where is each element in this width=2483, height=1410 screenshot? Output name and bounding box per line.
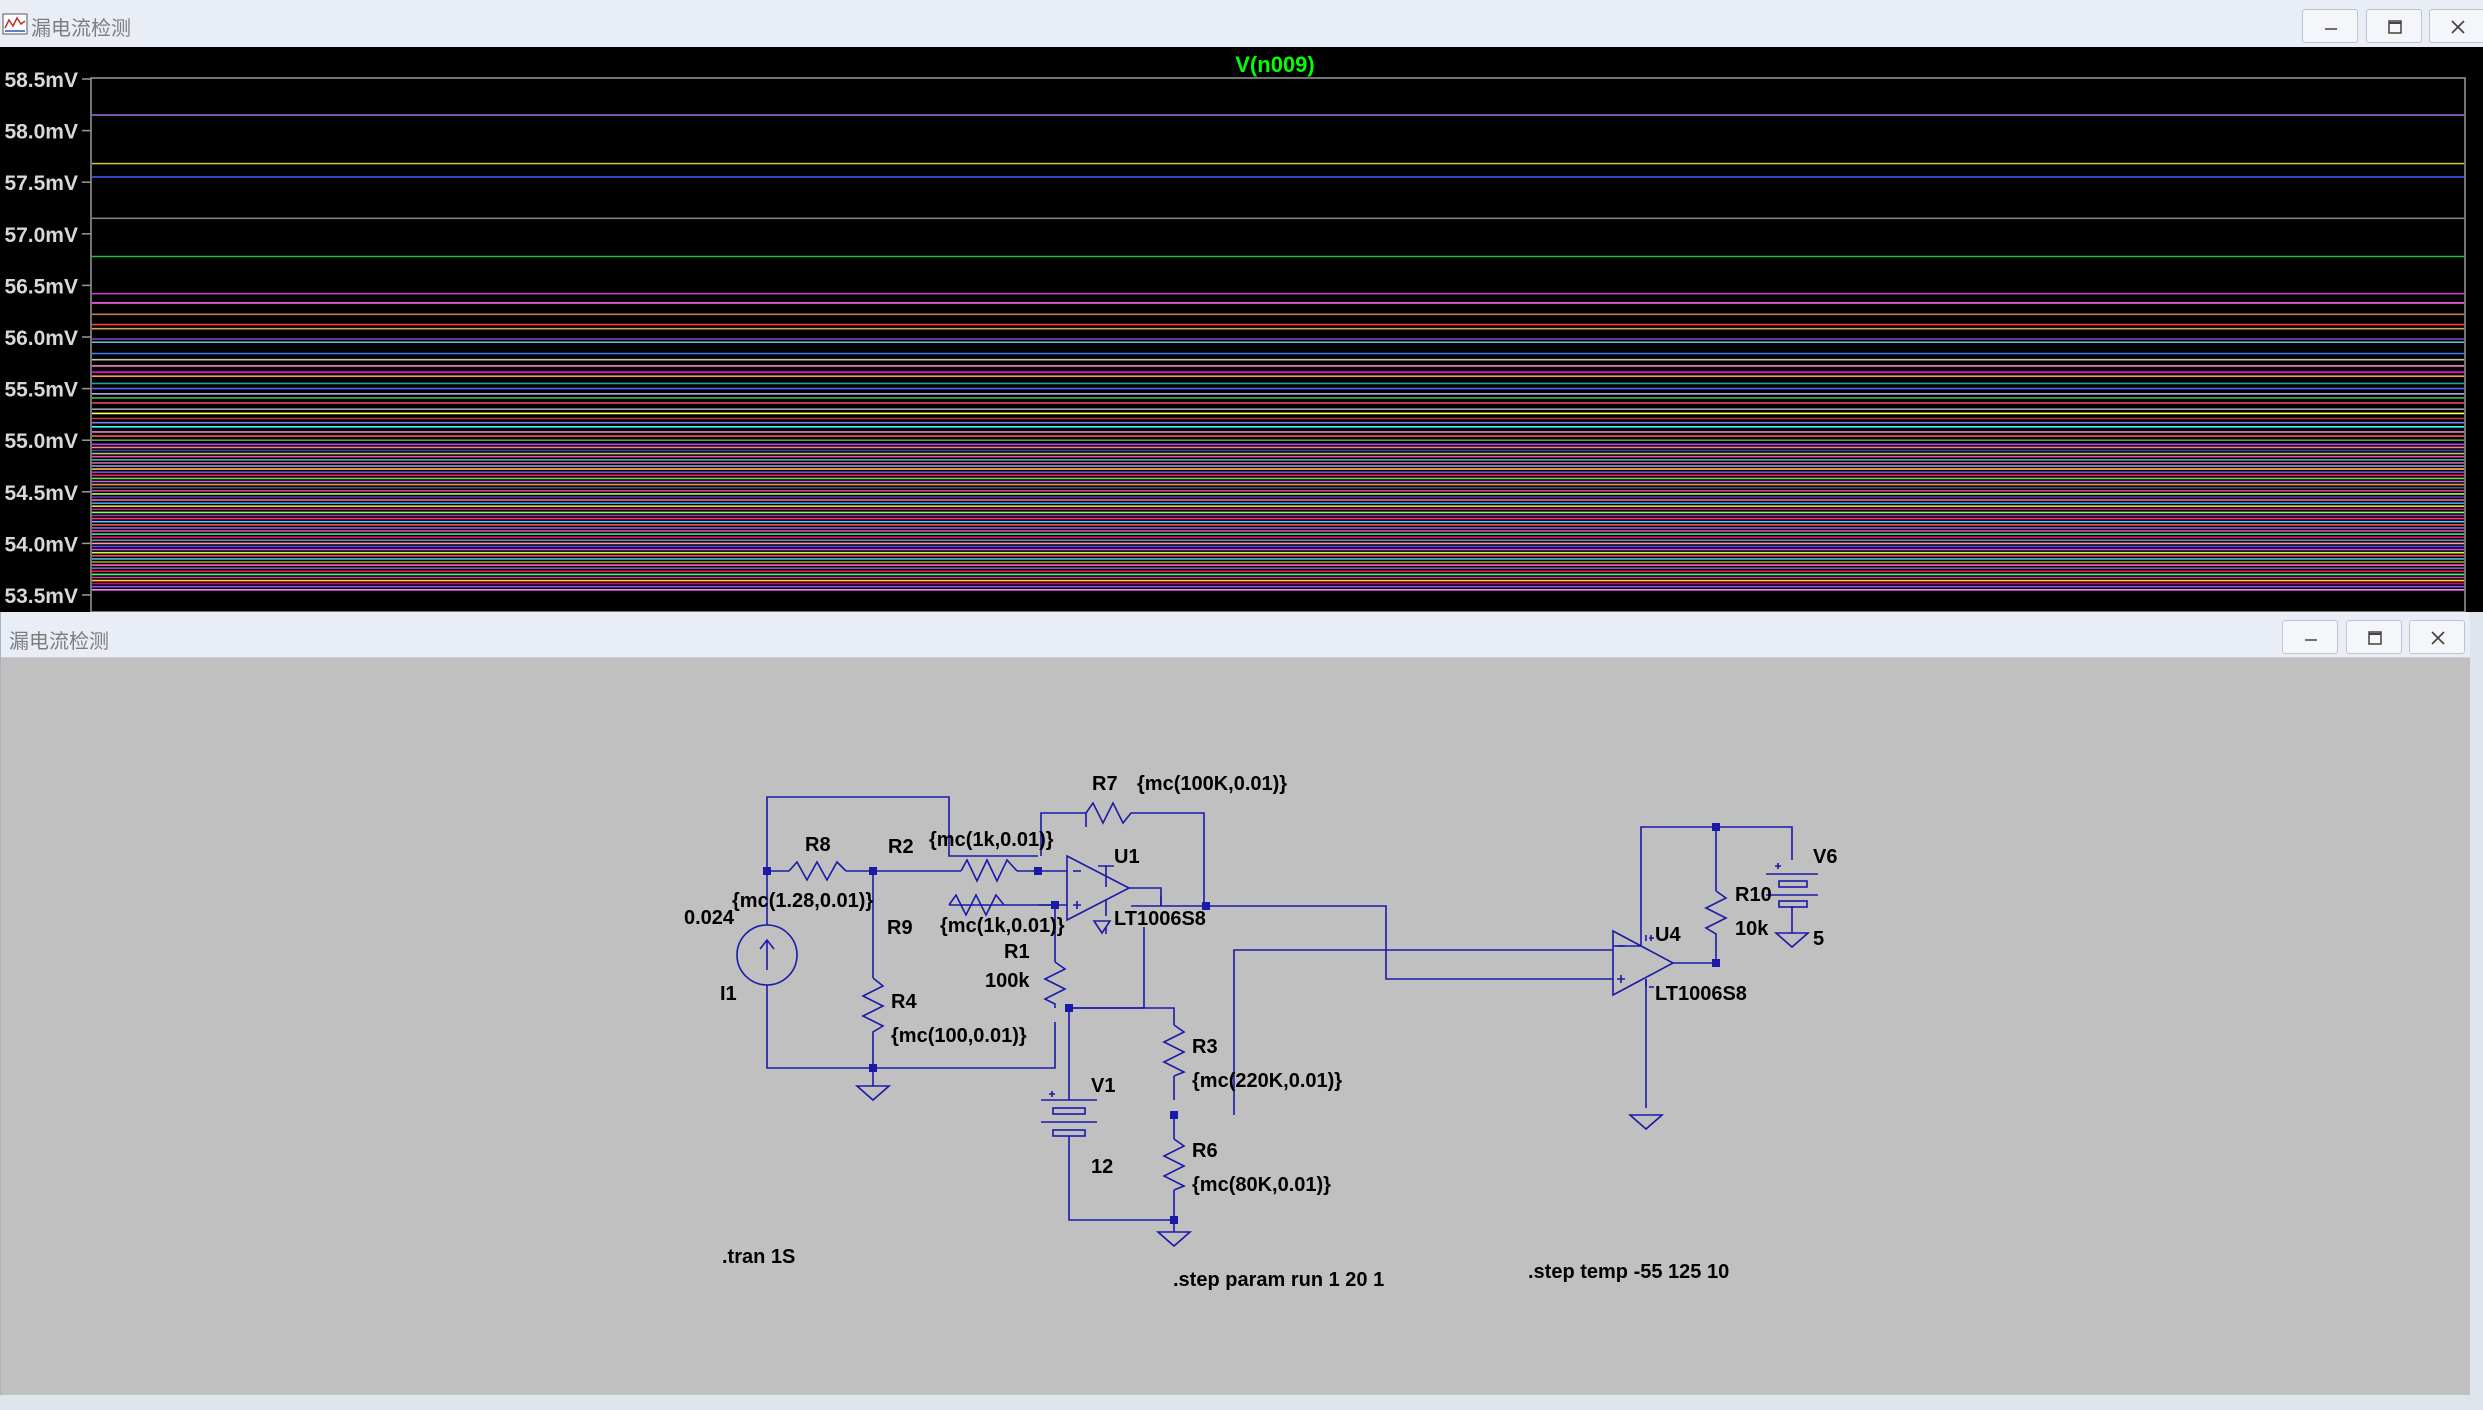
r7-resistor bbox=[1085, 801, 1136, 825]
r2-resistor bbox=[960, 858, 1018, 883]
minimize-icon bbox=[2305, 639, 2317, 641]
schematic-close-button[interactable] bbox=[2409, 620, 2465, 654]
y-tick-label: 56.5mV bbox=[4, 275, 78, 298]
y-axis-labels: 58.5mV 58.0mV 57.5mV 57.0mV 56.5mV 56.0mV 55.5… bbox=[4, 69, 91, 608]
y-tick-label: 53.5mV bbox=[4, 585, 78, 608]
schematic-canvas[interactable] bbox=[1, 657, 2471, 1395]
ground-symbols bbox=[854, 932, 1811, 1248]
y-tick-label: 56.0mV bbox=[4, 327, 78, 350]
status-bar bbox=[0, 1395, 2483, 1410]
schematic-maximize-button[interactable] bbox=[2346, 620, 2402, 654]
window-right-edge bbox=[2470, 612, 2483, 1410]
trace-label[interactable]: V(n009) bbox=[1235, 52, 1314, 77]
u1-opamp bbox=[1038, 854, 1162, 935]
waveform-close-button[interactable] bbox=[2429, 9, 2483, 43]
resistors bbox=[788, 801, 1728, 1191]
i1-current-source bbox=[736, 924, 798, 986]
y-tick-label: 58.5mV bbox=[4, 69, 78, 92]
schematic-minimize-button[interactable] bbox=[2282, 620, 2338, 654]
y-tick-label: 55.0mV bbox=[4, 430, 78, 453]
y-tick-label: 55.5mV bbox=[4, 379, 78, 402]
y-tick-label: 57.5mV bbox=[4, 172, 78, 195]
maximize-icon bbox=[2388, 20, 2402, 34]
v6-voltage-source bbox=[1766, 863, 1818, 908]
wires bbox=[766, 796, 1793, 1232]
schematic-window-title: 漏电流检测 bbox=[9, 631, 109, 653]
waveform-minimize-button[interactable] bbox=[2302, 9, 2358, 43]
waveform-app-icon bbox=[2, 13, 28, 35]
schematic-titlebar[interactable]: 漏电流检测 bbox=[1, 612, 2471, 658]
y-tick-label: 57.0mV bbox=[4, 224, 78, 247]
r9-resistor bbox=[948, 893, 1005, 917]
plot-frame bbox=[90, 77, 2466, 612]
waveform-window-title: 漏电流检测 bbox=[31, 18, 131, 40]
r8-resistor bbox=[788, 860, 847, 882]
waveform-window[interactable]: 漏电流检测 V(n009) 58.5mV 58.0mV 57.5mV 57.0mV 56… bbox=[0, 0, 2483, 612]
minimize-icon bbox=[2325, 28, 2337, 30]
u4-opamp bbox=[1612, 929, 1675, 997]
r3-resistor bbox=[1162, 1024, 1186, 1077]
close-icon bbox=[2451, 20, 2465, 34]
r4-resistor bbox=[861, 977, 885, 1068]
v1-voltage-source bbox=[1041, 1090, 1097, 1150]
schematic-window[interactable]: 漏电流检测 bbox=[0, 612, 2471, 1410]
junction-dots bbox=[763, 823, 1720, 1224]
waveform-titlebar[interactable]: 漏电流检测 bbox=[0, 0, 2483, 48]
y-tick-label: 58.0mV bbox=[4, 121, 78, 144]
r6-resistor bbox=[1162, 1138, 1186, 1191]
y-tick-label: 54.5mV bbox=[4, 482, 78, 505]
y-tick-label: 54.0mV bbox=[4, 533, 78, 556]
waveform-plot[interactable]: V(n009) 58.5mV 58.0mV 57.5mV 57.0mV 56.5mV 56… bbox=[0, 47, 2483, 612]
close-icon bbox=[2431, 631, 2445, 645]
waveform-maximize-button[interactable] bbox=[2366, 9, 2422, 43]
maximize-icon bbox=[2368, 631, 2382, 645]
r1-resistor bbox=[1043, 961, 1067, 1008]
r10-resistor bbox=[1704, 890, 1728, 942]
trace-lines bbox=[92, 114, 2464, 591]
